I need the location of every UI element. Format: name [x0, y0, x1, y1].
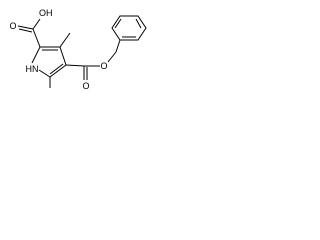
pyrrole-ring [31, 46, 67, 78]
phenyl-hexagon [111, 15, 147, 41]
bond-ch2-phenyl [115, 39, 121, 53]
benzyl-ester-group [65, 39, 121, 80]
atom-label-carboxyl-hydroxyl: OH [39, 8, 53, 18]
bond-c3-methyl [59, 32, 71, 48]
bond-o-ch2 [107, 51, 117, 63]
phenyl-double-2 [135, 18, 142, 29]
phenyl-double-3 [114, 18, 122, 29]
bond-carboxyl-c-o-double [17, 25, 34, 30]
bond-c3-c4 [59, 46, 67, 66]
atom-label-ester-carbonyl-oxygen: O [82, 81, 89, 91]
atom-label-ester-ether-oxygen: O [100, 61, 107, 71]
bond-c4-c5-double [49, 63, 64, 75]
atom-label-pyrrole-nitrogen: HN [26, 64, 39, 74]
carboxylic-acid-group [17, 18, 41, 48]
chemical-structure-diagram: O OH HN O O [9, 8, 147, 91]
bond-carboxyl-c-o-double-inner [18, 28, 33, 33]
phenyl-ring [111, 15, 147, 41]
bond-c2-ccarboxyl [32, 28, 41, 48]
bond-carboxyl-c-oh [32, 18, 41, 30]
atom-label-carboxyl-oxygen: O [9, 21, 16, 31]
bond-c5-n1 [38, 69, 51, 78]
bond-n1-c2 [31, 46, 41, 64]
bond-c4-cester [65, 64, 85, 67]
bond-c4-c5 [49, 64, 67, 78]
